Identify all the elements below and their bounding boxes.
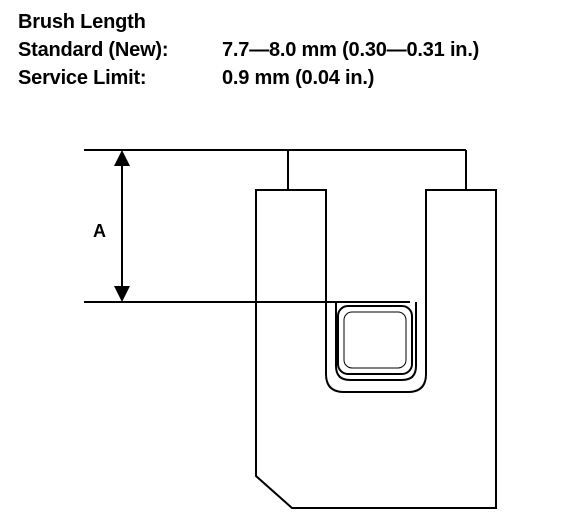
spec-standard-row: Standard (New): 7.7—8.0 mm (0.30—0.31 in… [18, 36, 479, 64]
dimension-arrowhead-bottom [114, 286, 130, 302]
brush-block-inner [343, 311, 407, 369]
standard-value: 7.7—8.0 mm (0.30—0.31 in.) [222, 39, 480, 61]
standard-label: Standard (New): [18, 39, 169, 61]
dimension-label-a: A [93, 221, 106, 241]
service-limit-label: Service Limit: [18, 67, 147, 89]
spec-service-row: Service Limit: 0.9 mm (0.04 in.) [18, 64, 479, 92]
service-limit-value: 0.9 mm (0.04 in.) [222, 67, 375, 89]
dimension-arrowhead-top [114, 150, 130, 166]
brush-holder-outline [255, 189, 497, 509]
spec-heading: Brush Length [18, 11, 146, 33]
brush-block [337, 305, 413, 375]
brush-channel-inner [335, 302, 417, 381]
spec-block: Brush Length Standard (New): 7.7—8.0 mm … [18, 8, 479, 92]
